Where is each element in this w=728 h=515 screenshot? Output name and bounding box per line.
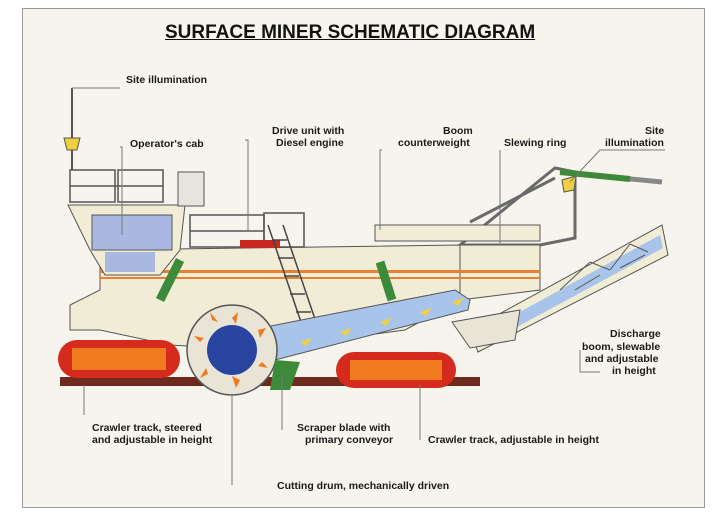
ladder xyxy=(267,224,318,326)
body-stripe-upper xyxy=(100,270,540,273)
label-site-illumination-right-line1: Site xyxy=(645,125,664,137)
discharge-hopper xyxy=(451,309,521,349)
diagram-title: SURFACE MINER SCHEMATIC DIAGRAM xyxy=(165,22,536,43)
label-slewing-ring: Slewing ring xyxy=(504,137,566,149)
discharge-belt xyxy=(478,235,663,346)
site-lamp-left xyxy=(63,137,81,151)
label-discharge-line2: boom, slewable xyxy=(582,341,660,353)
drum-teeth xyxy=(194,312,268,388)
label-crawler-right: Crawler track, adjustable in height xyxy=(428,434,599,446)
label-scraper-line1: Scraper blade with xyxy=(297,422,390,434)
drive-unit-railing xyxy=(189,212,305,248)
engine-block xyxy=(240,240,280,248)
label-boom-counterweight-line2: counterweight xyxy=(398,137,470,149)
rear-hydraulic-cylinder xyxy=(375,260,397,302)
label-discharge-line3: and adjustable xyxy=(585,353,659,365)
label-crawler-left-line1: Crawler track, steered xyxy=(92,422,202,434)
label-boom-counterweight-line1: Boom xyxy=(443,125,473,137)
conveyor-flow-arrows xyxy=(300,298,464,346)
body-stripe-lower xyxy=(100,277,540,279)
scraper-blade xyxy=(270,360,300,390)
boom-strut xyxy=(469,176,556,224)
cab-window xyxy=(91,214,173,251)
label-discharge-line1: Discharge xyxy=(610,328,661,340)
front-hydraulic-cylinder xyxy=(155,257,185,303)
leader-lines xyxy=(72,87,665,485)
exhaust-stack xyxy=(177,171,205,207)
label-discharge-line4: in height xyxy=(612,365,656,377)
label-scraper-line2: primary conveyor xyxy=(305,434,393,446)
cab-window-lower xyxy=(105,252,155,272)
cab-railing xyxy=(69,169,164,203)
cutting-drum xyxy=(207,325,257,375)
label-site-illumination-right-line2: illumination xyxy=(605,137,664,149)
slewing-cylinder-body xyxy=(559,169,631,182)
label-crawler-left-line2: and adjustable in height xyxy=(92,434,213,446)
label-site-illumination-left: Site illumination xyxy=(126,74,207,86)
label-operators-cab: Operator's cab xyxy=(130,138,204,150)
ground xyxy=(60,377,480,386)
crawler-track-right xyxy=(336,352,456,388)
label-drive-unit-line1: Drive unit with xyxy=(272,125,344,137)
label-drive-unit-line2: Diesel engine xyxy=(276,137,344,149)
boom-counterweight xyxy=(374,224,541,242)
lattice-truss xyxy=(559,243,649,291)
label-cutting-drum: Cutting drum, mechanically driven xyxy=(277,480,449,492)
crawler-track-left xyxy=(58,340,180,378)
